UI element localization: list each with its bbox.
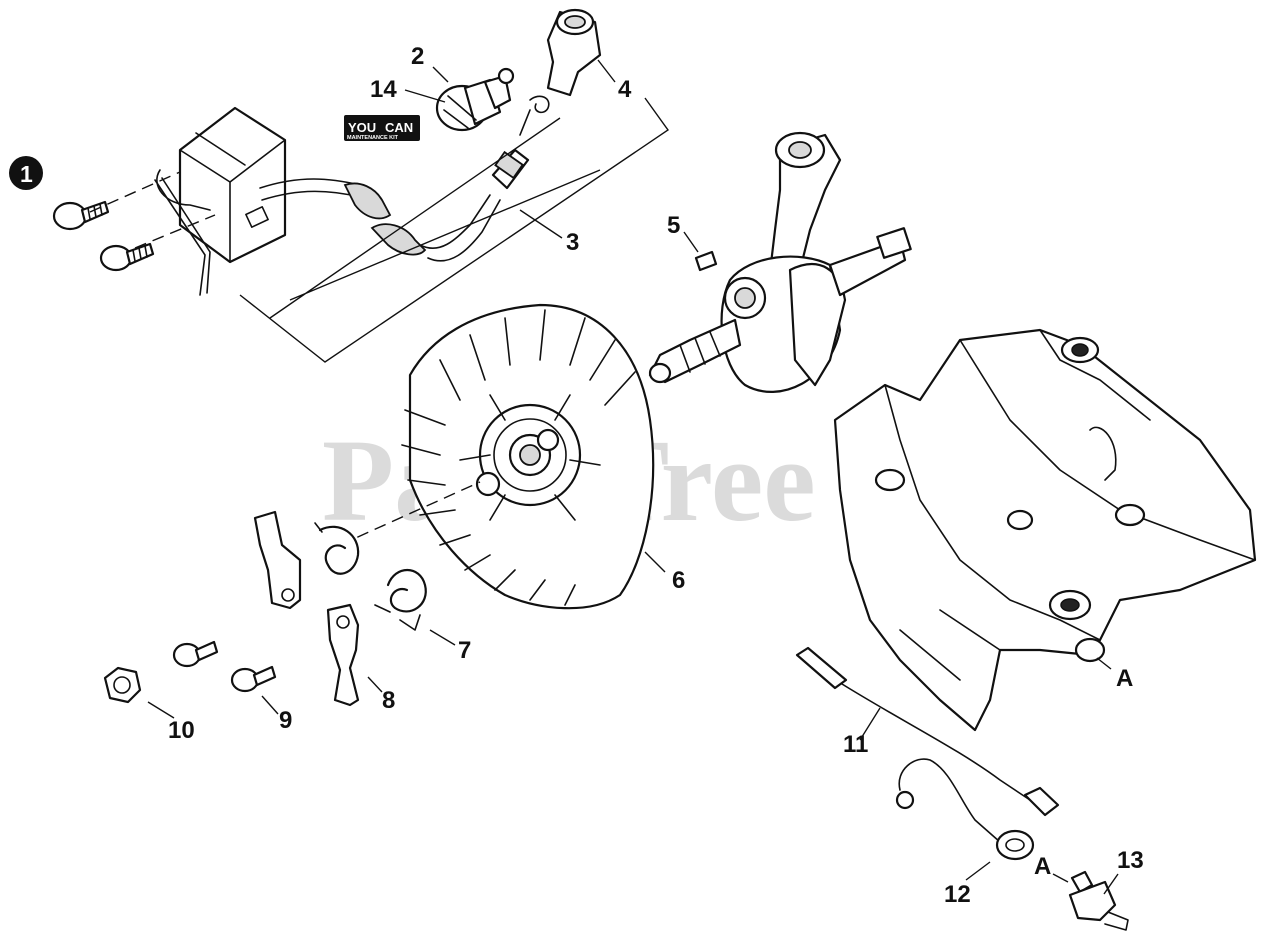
flywheel	[401, 303, 655, 610]
group-bracket	[239, 97, 669, 363]
callout-a-upper: A	[1116, 665, 1133, 692]
badge-can: CAN	[385, 120, 413, 135]
starter-pawl-spring	[374, 569, 427, 631]
spark-plug-terminal-spring	[519, 95, 550, 136]
screw-dash-lower	[134, 214, 216, 249]
callout-4: 4	[618, 76, 632, 103]
callout-12: 12	[944, 881, 971, 908]
flywheel-screw-lower	[230, 665, 277, 693]
flywheel-nut	[103, 666, 142, 704]
callout-6: 6	[672, 567, 685, 594]
callout-3: 3	[566, 229, 579, 256]
coil-screw-upper	[52, 200, 110, 231]
callout-9: 9	[279, 707, 292, 734]
crankshaft	[648, 131, 912, 393]
screw-dash-upper	[89, 171, 181, 213]
callout-7: 7	[458, 637, 471, 664]
callout-11: 11	[843, 731, 868, 758]
flywheel-dash	[339, 481, 481, 546]
callout-14: 14	[370, 76, 397, 103]
note-marker-1-label: 1	[20, 161, 33, 187]
callout-a-lower: A	[1034, 853, 1051, 880]
badge-you: YOU	[348, 120, 376, 135]
callout-10: 10	[168, 717, 195, 744]
crankcase	[833, 328, 1257, 732]
note-marker-1: 1	[9, 156, 43, 190]
spark-plug	[435, 67, 515, 132]
stop-switch	[1068, 870, 1129, 931]
short-circuit-wire	[795, 646, 1060, 817]
spark-plug-cap	[546, 8, 602, 97]
callout-2: 2	[411, 43, 424, 70]
callout-5: 5	[667, 212, 680, 239]
ground-wire	[895, 758, 1035, 861]
callout-8: 8	[382, 687, 395, 714]
leader-lines	[147, 59, 1119, 895]
starter-pawl-lower	[326, 603, 360, 707]
starter-pawl-upper	[253, 510, 302, 610]
ignition-coil	[154, 106, 287, 296]
flywheel-screw-upper	[172, 640, 219, 668]
maintenance-kit-badge: YOU CAN MAINTENANCE KIT	[344, 115, 420, 141]
woodruff-key	[694, 250, 718, 272]
coil-screw-lower	[99, 242, 155, 272]
callout-13: 13	[1117, 847, 1144, 874]
pawl-clip	[314, 522, 360, 575]
badge-subtitle: MAINTENANCE KIT	[347, 135, 399, 141]
spark-plug-boot	[491, 148, 530, 190]
ignition-lead-wire	[259, 178, 501, 262]
group-bracket-ties	[269, 117, 601, 319]
